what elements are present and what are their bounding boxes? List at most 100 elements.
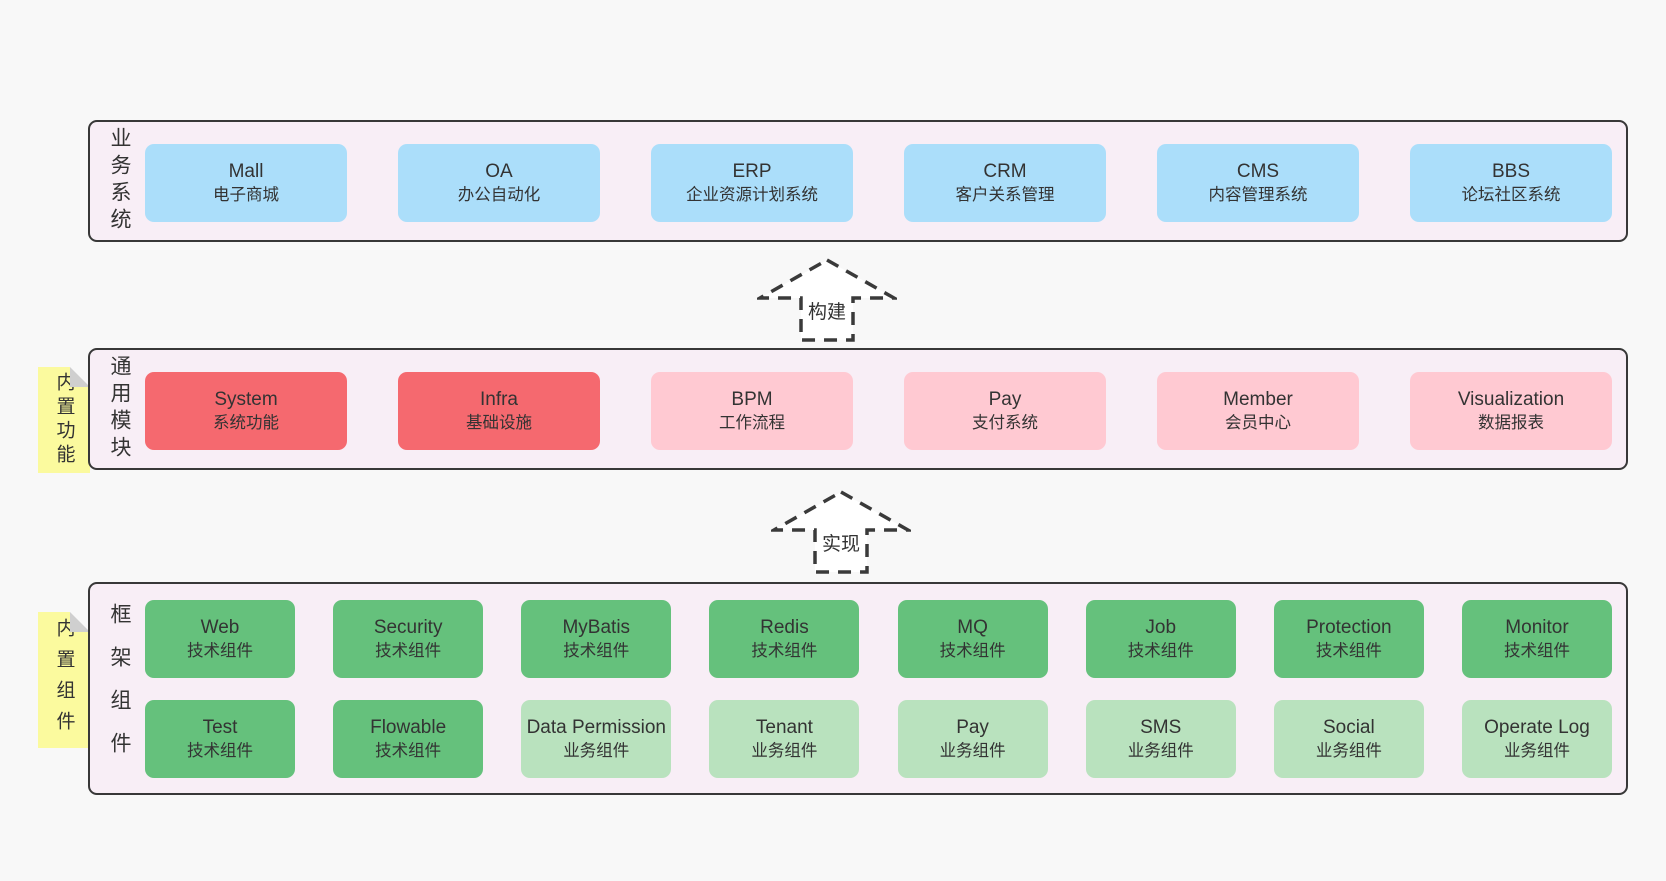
box-system: System 系统功能 [145, 372, 347, 450]
box-infra: Infra 基础设施 [398, 372, 600, 450]
box-member: Member 会员中心 [1157, 372, 1359, 450]
panel-common-modules: 通用模块 System 系统功能 Infra 基础设施 BPM 工作流程 Pay… [88, 348, 1628, 470]
box-title: Security [373, 616, 443, 638]
box-title: Infra [479, 388, 519, 410]
box-subtitle: 技术组件 [751, 641, 818, 660]
box-mybatis: MyBatis 技术组件 [521, 600, 672, 678]
modules-box-row: System 系统功能 Infra 基础设施 BPM 工作流程 Pay 支付系统… [145, 372, 1612, 450]
box-subtitle: 论坛社区系统 [1461, 185, 1561, 204]
box-title: Web [200, 616, 240, 638]
box-title: BBS [1491, 160, 1531, 182]
arrow-label: 实现 [818, 529, 864, 556]
box-security: Security 技术组件 [333, 600, 484, 678]
box-operate-log: Operate Log 业务组件 [1461, 700, 1612, 778]
box-subtitle: 支付系统 [972, 413, 1038, 432]
box-subtitle: 技术组件 [187, 641, 253, 660]
box-bpm: BPM 工作流程 [651, 372, 853, 450]
box-subtitle: 技术组件 [375, 741, 442, 760]
box-title: MyBatis [562, 616, 631, 638]
sticky-note-built-in-features: 内置功能 [38, 367, 90, 473]
box-title: Tenant [755, 716, 813, 738]
box-monitor: Monitor 技术组件 [1461, 600, 1612, 678]
box-title: Data Permission [526, 716, 666, 738]
box-pay-component: Pay 业务组件 [897, 700, 1048, 778]
box-subtitle: 业务组件 [1127, 741, 1194, 760]
box-web: Web 技术组件 [145, 600, 295, 678]
box-title: Member [1223, 388, 1293, 410]
panel-label: 框架组件 [108, 602, 131, 775]
box-flowable: Flowable 技术组件 [333, 700, 484, 778]
box-subtitle: 内容管理系统 [1208, 185, 1308, 204]
components-box-row-2: Test 技术组件 Flowable 技术组件 Data Permission … [145, 700, 1612, 778]
sticky-note-label: 内置功能 [53, 372, 75, 468]
panel-business-systems: 业务系统 Mall 电子商城 OA 办公自动化 ERP 企业资源计划系统 CRM… [88, 120, 1628, 242]
box-title: Job [1145, 616, 1177, 638]
box-subtitle: 工作流程 [719, 413, 785, 432]
box-title: SMS [1140, 716, 1182, 738]
box-title: Redis [760, 616, 809, 638]
panel-framework-components: 框架组件 Web 技术组件 Security 技术组件 MyBatis 技术组件… [88, 582, 1628, 795]
box-data-permission: Data Permission 业务组件 [521, 700, 672, 778]
box-subtitle: 技术组件 [187, 741, 253, 760]
box-subtitle: 办公自动化 [457, 185, 541, 204]
business-box-row: Mall 电子商城 OA 办公自动化 ERP 企业资源计划系统 CRM 客户关系… [145, 144, 1612, 222]
box-visualization: Visualization 数据报表 [1410, 372, 1612, 450]
box-title: Visualization [1457, 388, 1565, 410]
implement-arrow: 实现 [771, 489, 911, 575]
box-title: MQ [957, 616, 988, 638]
box-subtitle: 业务组件 [939, 741, 1006, 760]
box-subtitle: 技术组件 [1127, 641, 1194, 660]
box-pay-module: Pay 支付系统 [904, 372, 1106, 450]
box-job: Job 技术组件 [1085, 600, 1236, 678]
box-subtitle: 会员中心 [1225, 413, 1291, 432]
box-title: Pay [956, 716, 989, 738]
box-subtitle: 客户关系管理 [955, 185, 1055, 204]
box-sms: SMS 业务组件 [1085, 700, 1236, 778]
box-oa: OA 办公自动化 [398, 144, 600, 222]
box-title: Flowable [370, 716, 447, 738]
box-subtitle: 业务组件 [751, 741, 818, 760]
box-crm: CRM 客户关系管理 [904, 144, 1106, 222]
box-title: Operate Log [1484, 716, 1590, 738]
box-social: Social 业务组件 [1273, 700, 1424, 778]
box-subtitle: 系统功能 [213, 413, 279, 432]
box-subtitle: 业务组件 [1503, 741, 1570, 760]
box-title: OA [485, 160, 513, 182]
box-bbs: BBS 论坛社区系统 [1410, 144, 1612, 222]
box-protection: Protection 技术组件 [1273, 600, 1424, 678]
box-subtitle: 数据报表 [1478, 413, 1544, 432]
box-mall: Mall 电子商城 [145, 144, 347, 222]
box-subtitle: 业务组件 [563, 741, 630, 760]
box-title: BPM [731, 388, 773, 410]
box-cms: CMS 内容管理系统 [1157, 144, 1359, 222]
box-title: CMS [1236, 160, 1280, 182]
box-title: Pay [988, 388, 1022, 410]
box-subtitle: 企业资源计划系统 [686, 185, 818, 204]
box-title: Test [202, 716, 238, 738]
box-mq: MQ 技术组件 [897, 600, 1048, 678]
box-subtitle: 技术组件 [1315, 641, 1382, 660]
box-title: Monitor [1505, 616, 1569, 638]
box-subtitle: 技术组件 [375, 641, 442, 660]
box-title: Mall [228, 160, 264, 182]
components-box-row-1: Web 技术组件 Security 技术组件 MyBatis 技术组件 Redi… [145, 600, 1612, 678]
box-subtitle: 业务组件 [1315, 741, 1382, 760]
box-title: CRM [983, 160, 1027, 182]
build-arrow: 构建 [757, 257, 897, 343]
box-title: System [214, 388, 278, 410]
box-subtitle: 基础设施 [466, 413, 532, 432]
box-subtitle: 技术组件 [1503, 641, 1570, 660]
sticky-note-built-in-components: 内置组件 [38, 612, 90, 748]
box-tenant: Tenant 业务组件 [709, 700, 860, 778]
box-title: Protection [1306, 616, 1392, 638]
box-subtitle: 电子商城 [213, 185, 279, 204]
box-test: Test 技术组件 [145, 700, 295, 778]
arrow-label: 构建 [804, 297, 850, 324]
box-title: ERP [732, 160, 772, 182]
box-redis: Redis 技术组件 [709, 600, 860, 678]
panel-label: 业务系统 [108, 127, 131, 235]
box-subtitle: 技术组件 [939, 641, 1006, 660]
box-erp: ERP 企业资源计划系统 [651, 144, 853, 222]
panel-label: 通用模块 [108, 355, 131, 463]
